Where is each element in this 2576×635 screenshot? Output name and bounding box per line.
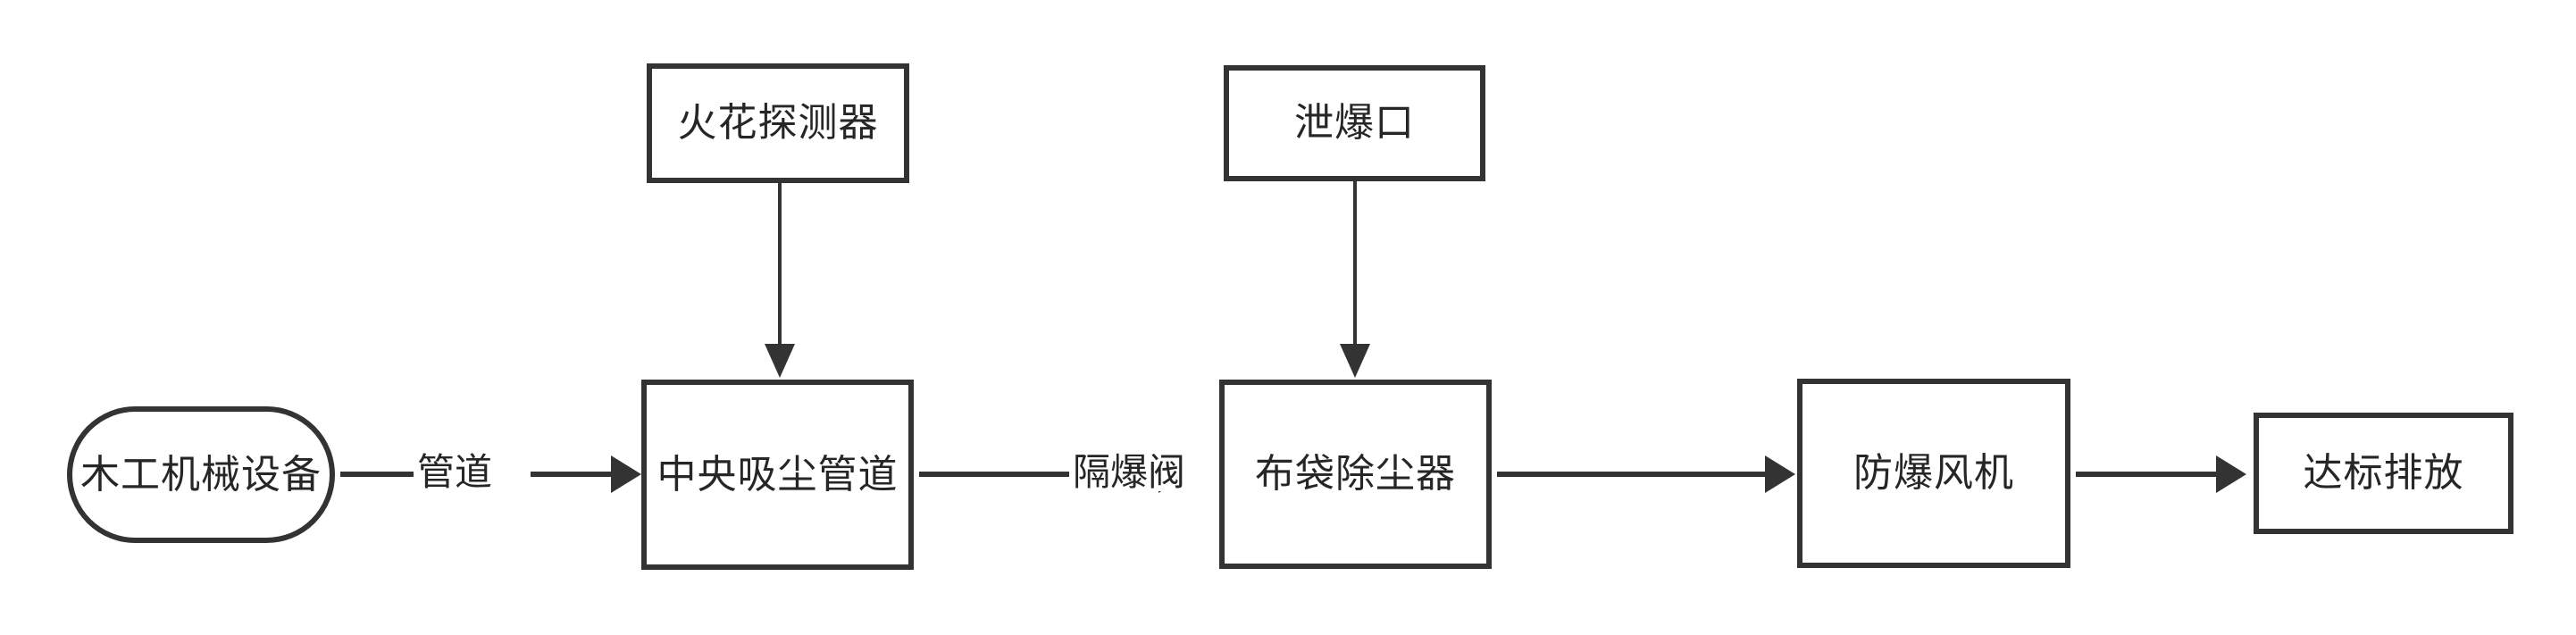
arrowhead-right-icon — [1765, 455, 1795, 493]
node-explosion-vent[interactable]: 泄爆口 — [1224, 65, 1485, 181]
edge-label-pipeline: 管道 — [414, 454, 497, 491]
edge-source-to-central-line-left — [340, 472, 414, 477]
edge-fan-to-discharge-line — [2076, 472, 2216, 477]
node-central-dust-pipeline[interactable]: 中央吸尘管道 — [641, 380, 914, 570]
edge-source-to-central-line-right — [531, 472, 611, 477]
node-compliant-discharge[interactable]: 达标排放 — [2254, 413, 2513, 534]
node-spark-detector[interactable]: 火花探测器 — [647, 63, 909, 183]
node-woodworking-machinery[interactable]: 木工机械设备 — [67, 406, 335, 543]
edge-vent-to-bagfilter-line — [1353, 181, 1357, 344]
edge-bagfilter-to-fan-line — [1497, 472, 1765, 477]
arrowhead-right-icon — [611, 455, 641, 493]
arrowhead-right-icon — [2216, 455, 2246, 493]
edge-central-to-bagfilter-line-left — [919, 472, 1069, 477]
arrowhead-down-icon — [1340, 344, 1370, 378]
node-bag-dust-collector[interactable]: 布袋除尘器 — [1219, 380, 1492, 569]
edge-label-flameproof-valve: 隔爆阀 — [1069, 454, 1190, 491]
edge-spark-to-central-line — [778, 183, 782, 344]
arrowhead-down-icon — [765, 344, 795, 378]
node-explosion-proof-fan[interactable]: 防爆风机 — [1797, 379, 2070, 568]
